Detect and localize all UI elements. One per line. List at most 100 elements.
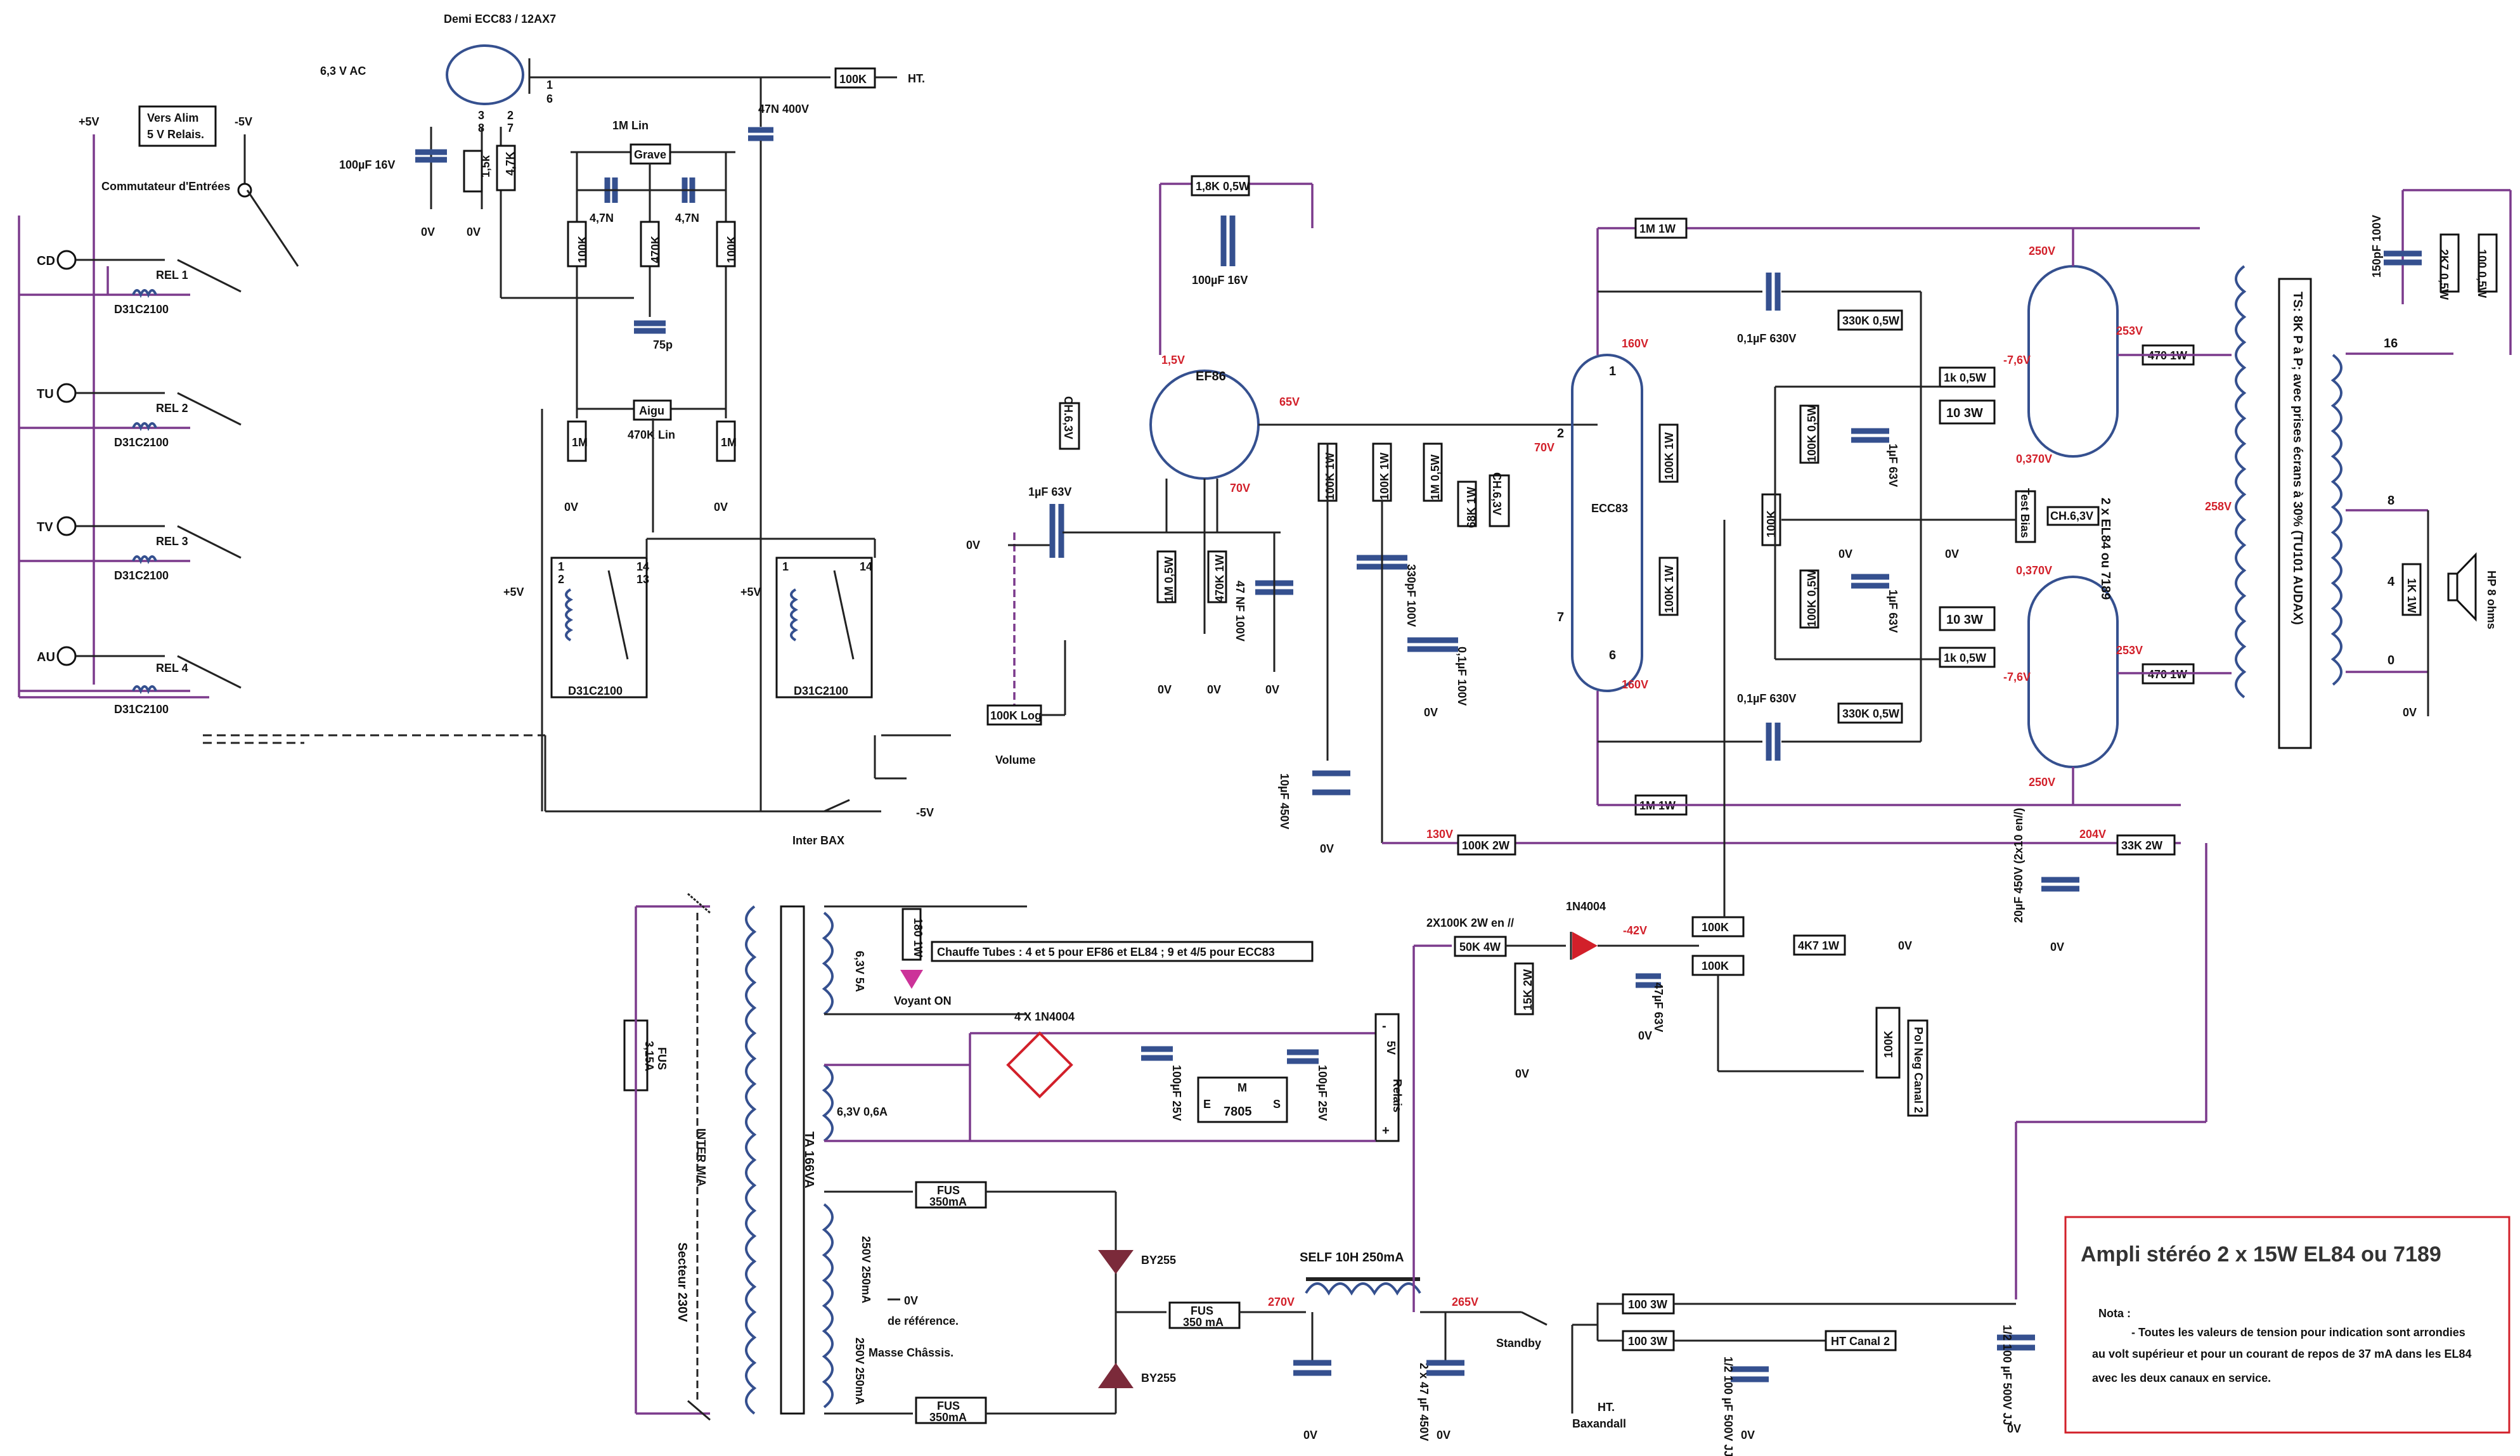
r-grid-a-label: 330K 0,5W: [1842, 314, 1899, 327]
chassis-label: Masse Châssis.: [869, 1346, 953, 1359]
reg-m: M: [1237, 1081, 1247, 1094]
r-ecc83-anode-b-label: 100K 1W: [1663, 565, 1676, 613]
input-tu-label: TU: [37, 387, 54, 401]
fuse-ht-c: [1168, 1301, 1241, 1329]
diode-by255-a-icon: [1098, 1250, 1134, 1274]
r-1m-a-label: 1M: [572, 436, 588, 449]
gnd-volume: 0V: [966, 539, 980, 551]
tv-jack-icon[interactable]: [56, 516, 77, 536]
relay-out-plus: +: [1382, 1124, 1390, 1138]
gnd-psu-a: 0V: [1303, 1429, 1317, 1441]
au-jack-icon[interactable]: [56, 646, 77, 666]
bias-v204: 204V: [2079, 828, 2106, 841]
standby-label: Standby: [1496, 1337, 1541, 1350]
fuse-ht-a: [915, 1181, 987, 1209]
relay-3-part: D31C2100: [114, 569, 169, 582]
ecc83-heater: CH.6,3V: [1490, 472, 1503, 515]
gnd-bias-b: 0V: [1515, 1067, 1529, 1080]
cap-10u-label: 10µF 450V: [1278, 773, 1291, 829]
bias-vneg42: -42V: [1623, 924, 1647, 937]
r-ef86-anode-label: 100K 1W: [1324, 453, 1336, 500]
r-ef86-grid: [1156, 550, 1177, 603]
relay-1-part: D31C2100: [114, 303, 169, 316]
input-tv-label: TV: [37, 520, 53, 534]
r-4k7: [1793, 934, 1846, 956]
input-relay-au[interactable]: AU REL 4 D31C2100: [19, 646, 545, 744]
diode-by255-a-label: BY255: [1141, 1254, 1176, 1266]
r-470k-label: 470K: [649, 236, 662, 263]
gnd-output-b: 0V: [1945, 548, 1959, 560]
input-cd-label: CD: [37, 254, 55, 268]
cap-half-a-label: 1/2 100 µF 500V JJ: [1722, 1356, 1735, 1456]
gnd-ef86-c: 0V: [1265, 683, 1279, 696]
bax-relay-b: D31C2100 +5V 1 14 Inter BAX -5V: [544, 538, 934, 847]
input-relay-tu[interactable]: TU REL 2 D31C2100: [19, 383, 242, 449]
cap-47n-b: 4,7N: [675, 212, 699, 224]
cd-jack-icon[interactable]: [56, 250, 77, 270]
ot-tap-4: 4: [2388, 575, 2395, 589]
tu-jack-icon[interactable]: [56, 383, 77, 403]
gnd-ef86-a: 0V: [1158, 683, 1172, 696]
cap-reg-b-label: 100µF 25V: [1316, 1065, 1329, 1121]
gnd-tone-b: 0V: [714, 501, 728, 513]
nota-label: Nota :: [2098, 1307, 2131, 1320]
ecc83-pin6: 6: [1609, 648, 1616, 662]
preamp-pin-f: 6: [546, 93, 553, 105]
supply-label-2: 5 V Relais.: [147, 128, 204, 141]
preamp-pin-d: 7: [507, 122, 514, 134]
cap-half-b-label: 1/2 100 µF 500V JJ: [2001, 1325, 2013, 1425]
el84-v-grid-bottom: -7,6V: [2003, 671, 2031, 683]
bax-b-pin1: 1: [782, 560, 789, 573]
led-icon: [900, 970, 923, 989]
cap-75p: 75p: [653, 338, 673, 351]
inter-bax-label: Inter BAX: [792, 834, 844, 847]
cap-volume-label: 1µF 63V: [1028, 486, 1071, 498]
cap-ecc83-a-label: 0,1µF 630V: [1737, 332, 1796, 345]
bax-a-pin13: 13: [636, 573, 649, 586]
r-68k: [1457, 480, 1477, 527]
r-grid-b: [1837, 702, 1903, 724]
test-bias-box[interactable]: [2015, 490, 2036, 543]
r-1m-b-label: 1M: [721, 436, 737, 449]
pot-bias-a[interactable]: [1691, 916, 1745, 937]
r-50k-label: 50K 4W: [1459, 941, 1501, 953]
fuse-ht-b-value: 350mA: [929, 1411, 967, 1424]
r-stop-a-label: 1k 0,5W: [1944, 371, 1986, 384]
input-relay-cd[interactable]: CD REL 1 D31C2100: [19, 250, 242, 316]
ot-label: TS: 8K P à P; avec prises écrans à 30% (…: [2291, 292, 2304, 625]
gnd-bias-a: 0V: [2050, 941, 2064, 953]
cap-ef86-top-label: 100µF 16V: [1192, 274, 1248, 287]
r-100k2w: [1457, 834, 1516, 856]
r-ef86-screen-label: 470K 1W: [1213, 555, 1226, 602]
gnd-bias-c: 0V: [1638, 1029, 1652, 1042]
fuse-ht-a-label: FUS: [937, 1184, 960, 1197]
bax-plus5-a: +5V: [503, 586, 524, 598]
heater-note-box: [931, 941, 1314, 962]
bax-minus5: -5V: [916, 806, 934, 819]
el84-heater-label: CH.6,3V: [2050, 510, 2093, 522]
cap-reg-a-label: 100µF 25V: [1170, 1065, 1183, 1121]
r-ecc83-anode-a-label: 100K 1W: [1663, 432, 1676, 480]
r-100k2w-label: 100K 2W: [1462, 839, 1509, 852]
pot-bass[interactable]: [630, 143, 671, 165]
r-100k-a-label: 100K: [576, 236, 589, 263]
el84-v-k-top: 0,370V: [2016, 453, 2052, 465]
cap-47u-label: 47µF 63V: [1652, 982, 1665, 1032]
bax-a-pin1: 1: [558, 560, 564, 573]
speaker-cone-icon: [2456, 552, 2477, 622]
fuse-ht-a-value: 350mA: [929, 1195, 967, 1208]
preamp-tube-icon: [446, 44, 524, 105]
pot-adj[interactable]: [1875, 1007, 1901, 1079]
cap-1u-b-label: 1µF 63V: [1887, 589, 1899, 633]
el84-v-anode-top: 250V: [2029, 245, 2055, 257]
r-ht-100k: [834, 67, 876, 89]
r-fb1-label: 2K7 0,5W: [2438, 249, 2450, 300]
sec-ht-a-label: 250V 250mA: [860, 1236, 872, 1303]
r-33k: [2116, 834, 2176, 856]
choke-label: SELF 10H 250mA: [1300, 1251, 1404, 1265]
input-relay-tv[interactable]: TV REL 3 D31C2100: [19, 516, 242, 582]
r-stop-b-label: 1k 0,5W: [1944, 652, 1986, 664]
input-au-label: AU: [37, 650, 55, 664]
pot-bias-b-label: 100K: [1702, 960, 1729, 972]
